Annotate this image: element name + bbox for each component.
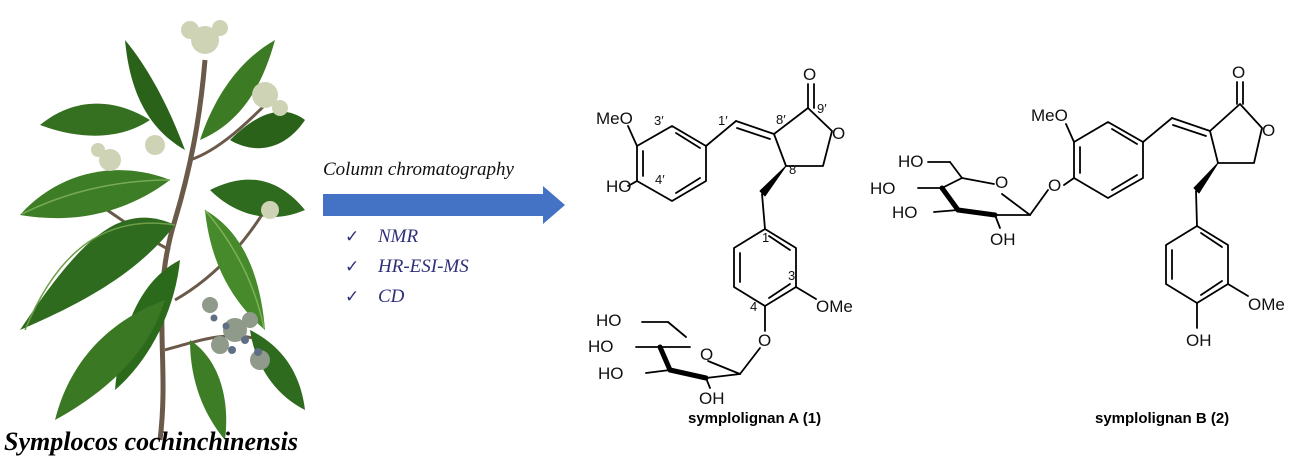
label-ho: HO bbox=[588, 337, 614, 356]
position-number: 3′ bbox=[654, 113, 664, 128]
plant-illustration bbox=[20, 20, 305, 441]
method-item: NMR bbox=[377, 226, 419, 247]
label-ho: HO bbox=[898, 152, 924, 171]
label-o: O bbox=[700, 345, 713, 364]
check-mark-icon: ✓ bbox=[345, 227, 359, 246]
label-ho: HO bbox=[606, 177, 632, 196]
position-number: 8′ bbox=[776, 112, 786, 127]
check-mark-icon: ✓ bbox=[345, 257, 359, 276]
label-o: O bbox=[1048, 176, 1061, 195]
process-label: Column chromatography bbox=[323, 159, 514, 180]
structure-symplolignan-b: MeO O O O O HO HO HO OH OMe OH bbox=[870, 63, 1285, 350]
label-o: O bbox=[1232, 63, 1245, 82]
label-ome: OMe bbox=[1248, 295, 1285, 314]
position-number: 4′ bbox=[655, 172, 665, 187]
compound-b-name: symplolignan B (2) bbox=[1095, 410, 1229, 427]
compound-a-name: symplolignan A (1) bbox=[688, 410, 821, 427]
position-number: 3 bbox=[788, 268, 795, 283]
label-oh: OH bbox=[1186, 331, 1212, 350]
label-o: O bbox=[995, 173, 1008, 192]
method-list: ✓ NMR ✓ HR-ESI-MS ✓ CD bbox=[345, 226, 469, 307]
plant-name: Symplocos cochinchinensis bbox=[4, 427, 298, 456]
method-item: CD bbox=[378, 286, 405, 307]
position-number: 4 bbox=[750, 299, 757, 314]
check-mark-icon: ✓ bbox=[345, 287, 359, 306]
label-ho: HO bbox=[870, 179, 896, 198]
label-o: O bbox=[832, 124, 845, 143]
label-ho: HO bbox=[596, 311, 622, 330]
label-ho: HO bbox=[598, 364, 624, 383]
position-number: 1 bbox=[762, 230, 769, 245]
label-o: O bbox=[758, 331, 771, 350]
label-oh: OH bbox=[990, 230, 1016, 249]
label-o: O bbox=[803, 65, 816, 84]
label-meo: MeO bbox=[596, 109, 633, 128]
process-arrow bbox=[323, 186, 565, 224]
method-item: HR-ESI-MS bbox=[377, 256, 469, 277]
label-o: O bbox=[1262, 121, 1275, 140]
position-number: 9′ bbox=[817, 101, 827, 116]
label-ho: HO bbox=[892, 203, 918, 222]
structure-symplolignan-a: MeO HO O O OMe O O HO HO HO OH 3′ 4′ 1′ … bbox=[588, 65, 853, 408]
label-meo: MeO bbox=[1031, 106, 1068, 125]
position-number: 8 bbox=[789, 162, 796, 177]
position-number: 1′ bbox=[718, 113, 728, 128]
label-ome: OMe bbox=[816, 297, 853, 316]
label-oh: OH bbox=[699, 389, 725, 408]
